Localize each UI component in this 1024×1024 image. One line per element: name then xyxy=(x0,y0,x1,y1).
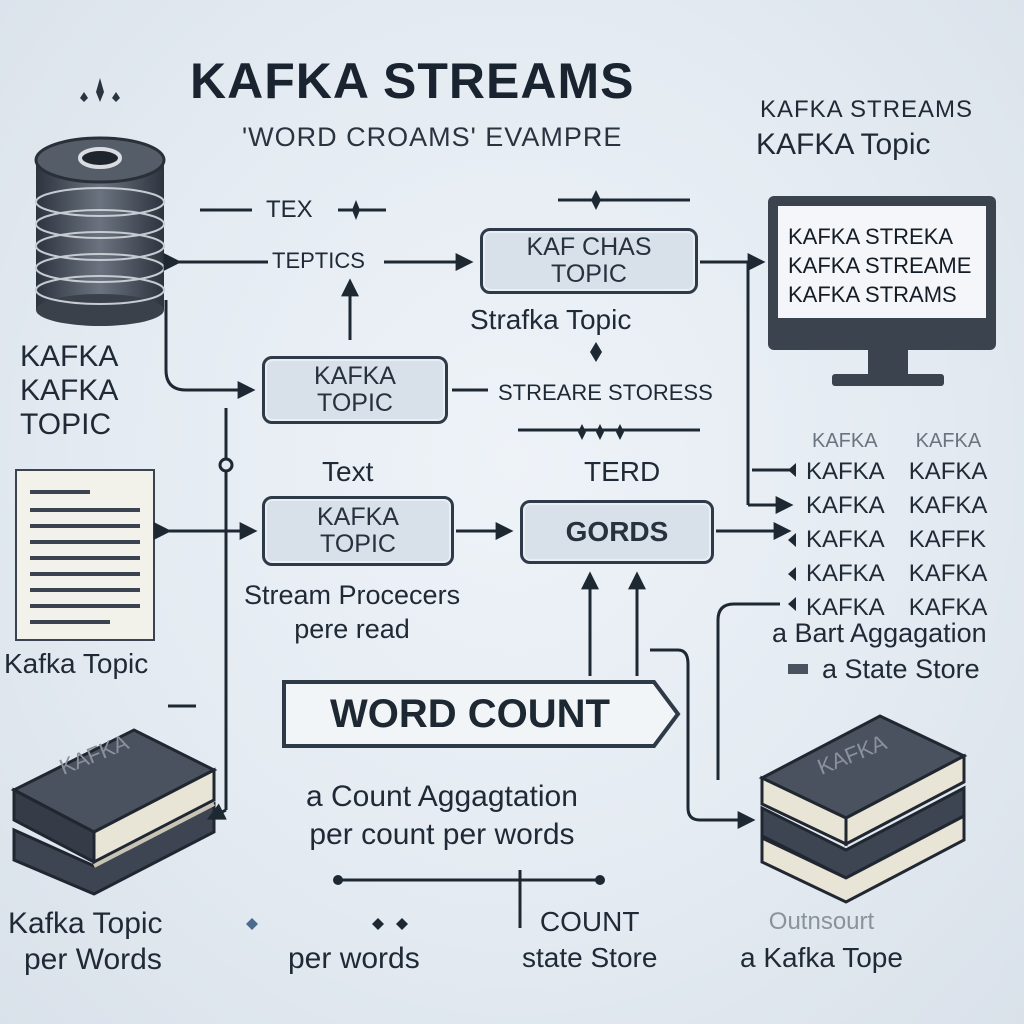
kafka-list-cell: KAFKA xyxy=(806,594,885,621)
kafka-list-cell: KAFKA xyxy=(806,526,885,553)
monitor-screen-text: KAFKA STREKA KAFKA STREAME KAFKA STRAMS xyxy=(788,222,971,309)
node-kafka-topic-1-line1: KAFKA xyxy=(314,362,396,390)
top-right-line2: KAFKA Topic xyxy=(756,128,931,161)
bottom-count-line2: state Store xyxy=(522,942,658,973)
word-count-label: WORD COUNT xyxy=(330,691,610,736)
arrow-label-teptics: TEPTICS xyxy=(272,248,365,273)
bottom-count-label: COUNT state Store xyxy=(522,904,657,976)
kafka-list-cell: KAFKA xyxy=(806,492,885,519)
stream-processors-line1: Stream Procecers xyxy=(244,580,461,610)
state-store-right-label: a State Store xyxy=(822,654,980,684)
bottom-count-line1: COUNT xyxy=(539,906,640,937)
count-aggregation-line2: per count per words xyxy=(309,818,575,851)
kafka-list-cell: KAFFK xyxy=(908,526,987,553)
bottom-left-label: Kafka Topic per Words xyxy=(8,906,163,978)
diagram-title: KAFKA STREAMS xyxy=(190,53,635,109)
kafka-list-header: KAFKA KAFKA xyxy=(812,430,981,453)
node-kafka-topic-1-line2: TOPIC xyxy=(317,389,393,417)
left-db-label-line2: KAFKA xyxy=(20,374,119,407)
node-kaf-chas-line2: TOPIC xyxy=(551,260,627,288)
arrow-label-tex: TEX xyxy=(266,196,313,223)
bottom-left-line2: per Words xyxy=(24,943,162,976)
terd-label: TERD xyxy=(584,456,661,487)
text-label: Text xyxy=(322,456,374,487)
bottom-right-line2: a Kafka Tope xyxy=(740,942,903,973)
count-aggregation-label: a Count Aggagtation per count per words xyxy=(306,778,578,854)
monitor-line2: KAFKA STREAME xyxy=(788,253,972,278)
list-item: KAFKA KAFKA xyxy=(806,594,987,628)
node-kaf-chas-topic[interactable]: KAF CHAS TOPIC xyxy=(480,228,698,294)
bottom-left-line1: Kafka Topic xyxy=(8,907,163,940)
list-item: KAFKA KAFKA xyxy=(806,492,987,526)
bottom-mid-label: per words xyxy=(288,942,420,975)
node-kafka-topic-1[interactable]: KAFKA TOPIC xyxy=(262,356,448,424)
list-item: KAFKA KAFKA xyxy=(806,560,987,594)
kafka-list-header-col1: KAFKA xyxy=(812,430,877,452)
top-right-line1: KAFKA STREAMS xyxy=(760,96,974,123)
bart-aggregation-label: a Bart Aggagation xyxy=(772,618,987,648)
kafka-list-cell: KAFKA xyxy=(806,458,885,485)
kafka-list-cell: KAFKA xyxy=(908,492,988,519)
stream-processors-label: Stream Procecers pere read xyxy=(244,578,460,646)
left-db-label-line1: KAFKA xyxy=(20,340,119,373)
monitor-line3: KAFKA STRAMS xyxy=(788,282,957,307)
left-doc-label: Kafka Topic xyxy=(4,648,149,679)
node-kafka-topic-2-line2: TOPIC xyxy=(320,530,396,558)
node-gords[interactable]: GORDS xyxy=(520,500,714,564)
node-kaf-chas-line1: KAF CHAS xyxy=(526,233,652,261)
left-db-label: KAFKA KAFKA TOPIC xyxy=(20,340,118,442)
drop-icon xyxy=(80,78,120,102)
book-stack-right-icon xyxy=(758,714,968,904)
list-item: KAFKA KAFFK xyxy=(806,526,987,560)
node-gords-label: GORDS xyxy=(565,516,669,547)
bottom-right-label: Outnsourt a Kafka Tope xyxy=(740,904,903,976)
diagram-subtitle: 'WORD CROAMS' EVAMPRE xyxy=(242,122,623,152)
left-db-label-line3: TOPIC xyxy=(20,408,112,441)
word-count-banner[interactable]: WORD COUNT xyxy=(280,678,682,750)
kafka-list-cell: KAFKA xyxy=(908,560,988,587)
book-stack-left-icon xyxy=(10,728,218,896)
bottom-right-line1: Outnsourt xyxy=(768,908,875,935)
list-item: KAFKA KAFKA xyxy=(806,458,987,492)
kafka-list-header-col2: KAFKA xyxy=(915,430,982,452)
monitor-line1: KAFKA STREKA xyxy=(788,224,954,249)
strafka-topic-label: Strafka Topic xyxy=(470,304,632,335)
database-icon xyxy=(34,136,166,326)
count-aggregation-line1: a Count Aggagtation xyxy=(306,780,578,813)
node-kafka-topic-2[interactable]: KAFKA TOPIC xyxy=(262,496,454,566)
word-count-banner-shape xyxy=(282,680,681,748)
node-kafka-topic-2-line1: KAFKA xyxy=(317,503,399,531)
stream-processors-line2: pere read xyxy=(294,614,410,644)
document-icon xyxy=(15,469,155,641)
kafka-list-cell: KAFKA xyxy=(806,560,885,587)
kafka-list-cell: KAFKA xyxy=(908,594,988,621)
kafka-list-cell: KAFKA xyxy=(908,458,988,485)
monitor-icon xyxy=(768,196,996,386)
streare-stores-label: STREARE STORESS xyxy=(498,380,713,405)
